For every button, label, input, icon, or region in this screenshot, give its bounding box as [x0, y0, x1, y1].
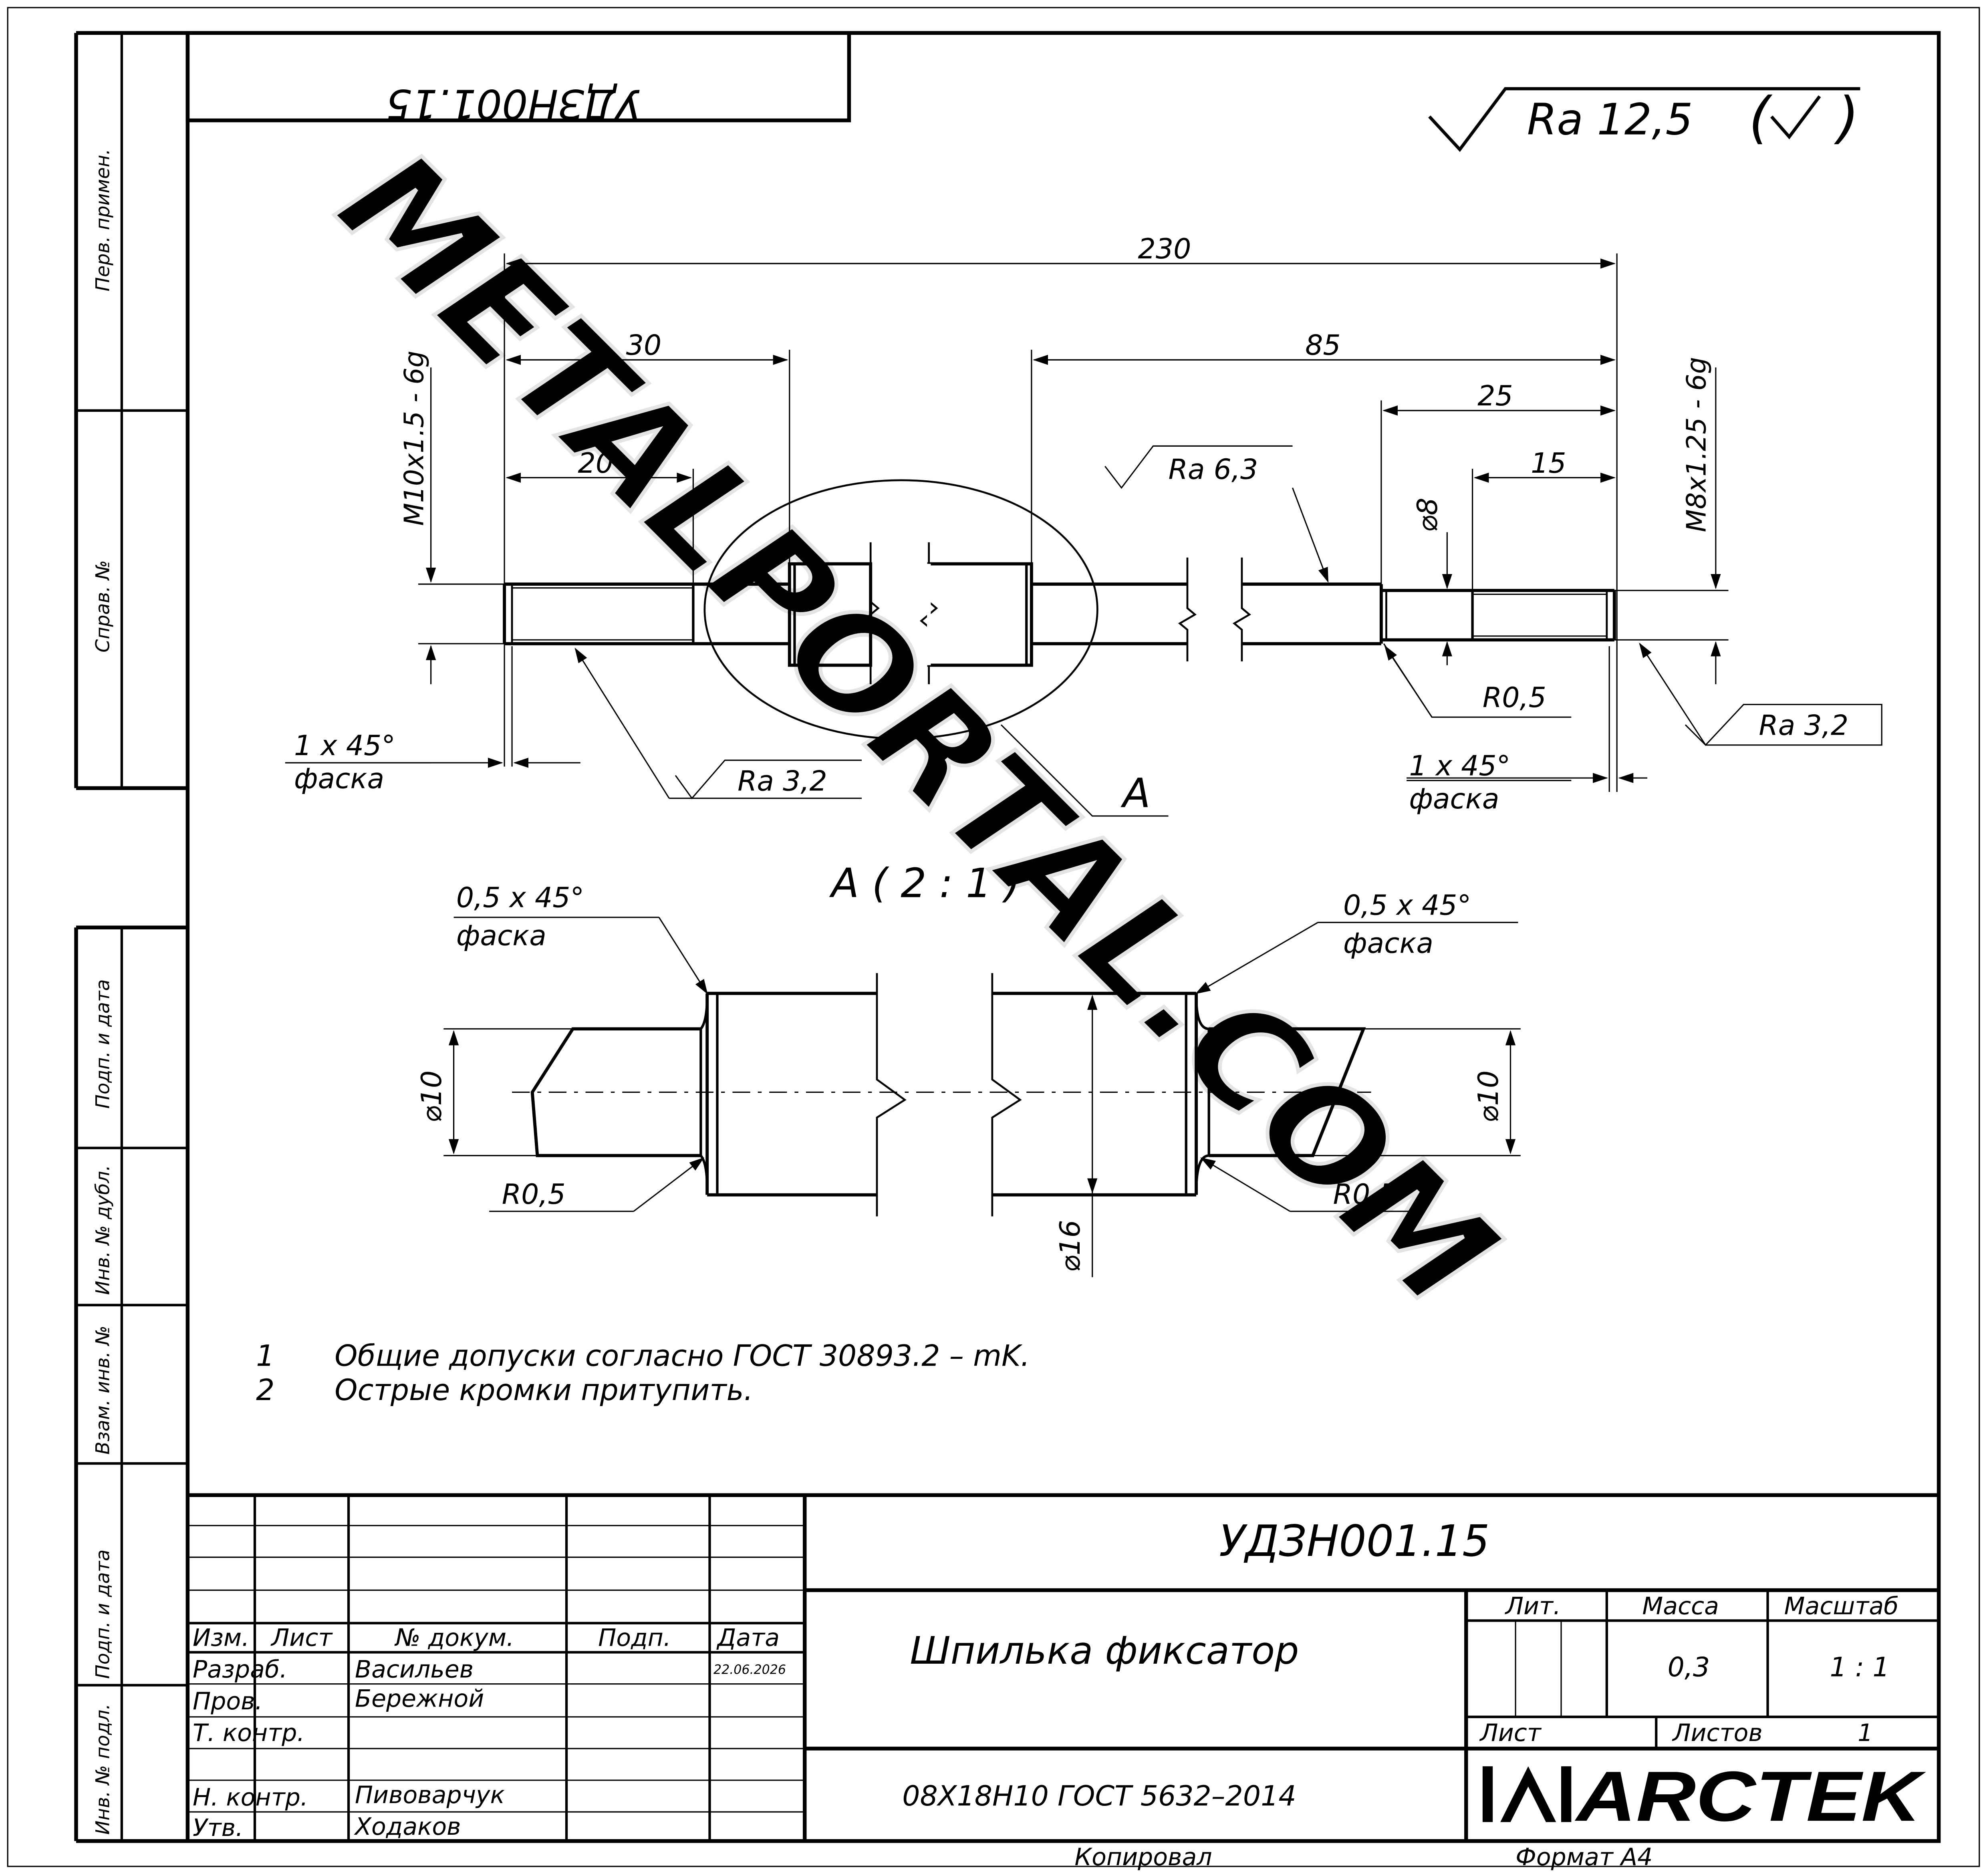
note-2-text: Острые кромки притупить. [335, 1373, 753, 1407]
note-1-number: 1 [256, 1339, 274, 1373]
detail-chamfer-right-2: фаска [1343, 927, 1433, 960]
tb-person-utv: Ходаков [354, 1813, 461, 1841]
main-view-labels: 230 30 85 25 20 15 М10х1.5 - 6g М8х1.25 … [294, 233, 1848, 817]
tb-header-list: Лист [270, 1624, 333, 1652]
side-column-labels: Перв. примен. Справ. № Подп. и дата Инв.… [92, 149, 114, 1835]
technical-notes: 1 Общие допуски согласно ГОСТ 30893.2 – … [256, 1339, 1030, 1407]
detail-dia-right: ⌀10 [1472, 1070, 1505, 1122]
dia-8-label: ⌀8 [1411, 498, 1444, 532]
ra-middle-label: Ra 6,3 [1168, 453, 1258, 486]
tb-material: 08Х18Н10 ГОСТ 5632–2014 [902, 1780, 1296, 1812]
tb-role-utv: Утв. [193, 1814, 243, 1842]
label-podp-data-2: Подп. и дата [92, 1550, 114, 1679]
detail-chamfer-left-2: фаска [456, 920, 546, 952]
title-block-text: Изм. Лист № докум. Подп. Дата Разраб. Пр… [193, 1516, 1898, 1842]
radius-right-label: R0,5 [1483, 681, 1546, 714]
tb-sheet-label: Лист [1479, 1719, 1542, 1747]
title-block-grid [187, 1493, 1939, 1841]
ra-left-label: Ra 3,2 [738, 765, 827, 798]
tb-designation: УДЗН001.15 [1219, 1516, 1490, 1566]
roughness-paren-close: ) [1834, 85, 1859, 150]
label-vzam-inv: Взам. инв. № [92, 1326, 114, 1455]
dim-85: 85 [1305, 329, 1341, 362]
detail-mark-a: А [1120, 770, 1151, 817]
detail-dia-left: ⌀10 [415, 1070, 448, 1122]
detail-radius-right: R0,5 [1333, 1178, 1397, 1211]
company-logo: ARCTEK [1482, 1757, 1926, 1836]
drawing-frame [7, 7, 1980, 1867]
chamfer-left-label-2: фаска [294, 762, 384, 795]
roughness-general-text: Ra 12,5 [1527, 95, 1693, 145]
tb-sheets-label: Листов [1672, 1719, 1762, 1747]
chamfer-right-label-1: 1 x 45° [1409, 750, 1510, 782]
thread-left-label: М10х1.5 - 6g [399, 351, 430, 526]
tb-role-n-kontr: Н. контр. [193, 1783, 308, 1812]
label-perv-primen: Перв. примен. [92, 149, 114, 291]
tb-role-t-kontr: Т. контр. [193, 1719, 304, 1747]
tb-person-razrab: Васильев [355, 1656, 474, 1684]
note-2-number: 2 [256, 1373, 274, 1407]
dim-25: 25 [1477, 380, 1513, 412]
dim-30: 30 [626, 329, 662, 362]
tb-part-name: Шпилька фиксатор [910, 1629, 1299, 1673]
detail-view-labels: А ( 2 : 1 ) 0,5 x 45° фаска 0,5 x 45° фа… [415, 859, 1505, 1272]
company-logo-text: ARCTEK [1574, 1757, 1926, 1836]
detail-title: А ( 2 : 1 ) [829, 859, 1020, 907]
tb-header-doc-no: № докум. [394, 1624, 514, 1652]
detail-view-dimensions [443, 917, 1521, 1278]
tb-scale-value: 1 : 1 [1830, 1652, 1890, 1683]
tb-person-n-kontr: Пивоварчук [355, 1781, 505, 1809]
chamfer-left-label-1: 1 x 45° [294, 729, 395, 762]
ra-right-label: Ra 3,2 [1759, 709, 1848, 742]
dim-230: 230 [1138, 233, 1191, 265]
detail-dia-center: ⌀16 [1054, 1220, 1086, 1272]
tb-header-izm: Изм. [193, 1624, 249, 1652]
main-view-part [503, 479, 1616, 740]
tb-date: 22.06.2026 [713, 1662, 786, 1677]
tb-mass-value: 0,3 [1668, 1652, 1710, 1683]
roughness-paren-open: ( [1749, 85, 1773, 150]
detail-radius-left: R0,5 [502, 1178, 566, 1211]
tb-scale-label: Масштаб [1784, 1592, 1899, 1620]
label-inv-podl: Инв. № подл. [92, 1704, 114, 1835]
label-podp-data-1: Подп. и дата [92, 979, 114, 1108]
detail-view-part [512, 973, 1371, 1217]
tb-header-data: Дата [716, 1624, 780, 1652]
sheet-footer: Копировал Формат А4 [1074, 1843, 1652, 1871]
tb-header-podp: Подп. [598, 1624, 671, 1652]
note-1-text: Общие допуски согласно ГОСТ 30893.2 – mK… [335, 1339, 1030, 1373]
label-sprav-no: Справ. № [92, 560, 114, 653]
dim-20: 20 [578, 447, 614, 480]
main-view-dimensions [285, 253, 1882, 817]
chamfer-right-label-2: фаска [1409, 783, 1499, 815]
mirrored-code: УДЗН001.15 [386, 81, 641, 128]
tb-lit-label: Лит. [1505, 1592, 1561, 1620]
tb-person-prov: Бережной [355, 1685, 484, 1713]
mirrored-code-box: УДЗН001.15 [185, 31, 851, 128]
footer-copied: Копировал [1074, 1843, 1212, 1871]
label-inv-dubl: Инв. № дубл. [92, 1165, 114, 1295]
tb-mass-label: Масса [1642, 1592, 1719, 1620]
dim-15: 15 [1531, 447, 1566, 480]
general-roughness: Ra 12,5 ( ) [1428, 85, 1860, 152]
detail-chamfer-left-1: 0,5 x 45° [456, 882, 584, 914]
thread-right-label: М8х1.25 - 6g [1681, 357, 1712, 532]
tb-role-prov: Пров. [193, 1687, 263, 1715]
footer-format: Формат А4 [1515, 1843, 1652, 1871]
detail-chamfer-right-1: 0,5 x 45° [1343, 889, 1471, 922]
tb-sheets-value: 1 [1858, 1719, 1873, 1747]
tb-role-razrab: Разраб. [193, 1656, 287, 1684]
